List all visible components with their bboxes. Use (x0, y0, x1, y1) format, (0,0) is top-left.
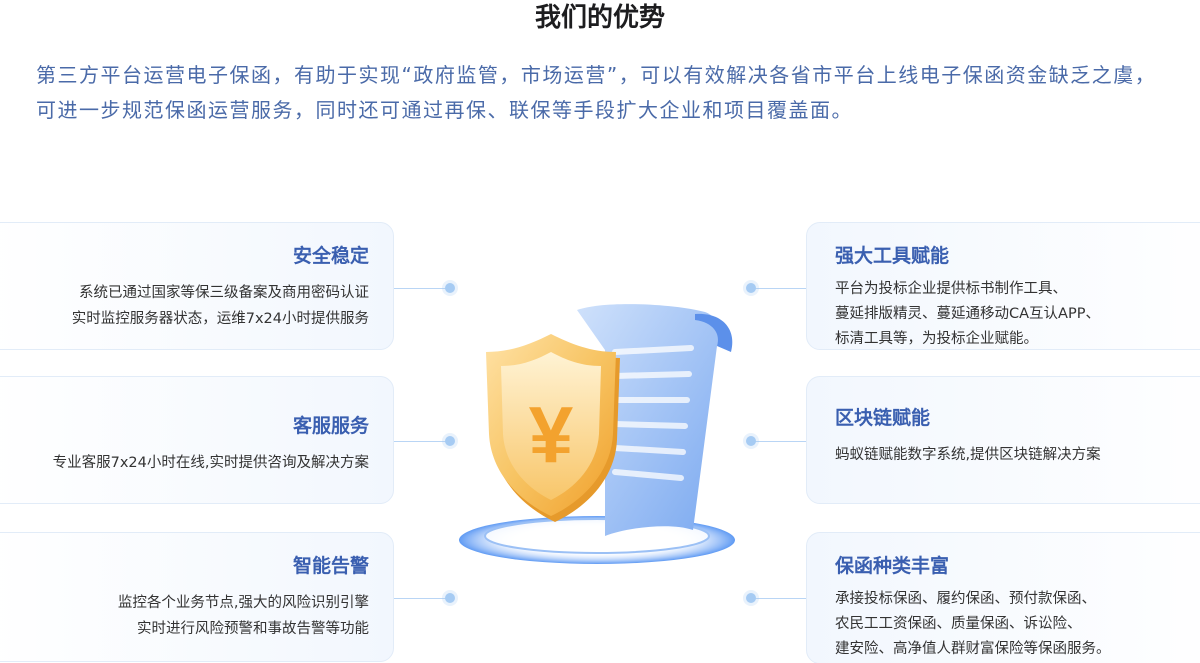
feature-desc-line: 标清工具等，为投标企业赋能。 (835, 331, 1038, 347)
connector-dot (445, 593, 455, 603)
feature-title: 客服服务 (292, 415, 369, 437)
feature-card-customer-service: 客服服务 专业客服7x24小时在线,实时提供咨询及解决方案 (0, 376, 394, 504)
feature-card-guarantee-types: 保函种类丰富 承接投标保函、履约保函、预付款保函、 农民工工资保函、质量保函、诉… (806, 532, 1200, 663)
connector-dot (445, 283, 455, 293)
feature-desc: 系统已通过国家等保三级备案及商用密码认证 实时监控服务器状态，运维7x24小时提… (0, 280, 369, 332)
guarantee-shield-illustration: ¥ (459, 304, 735, 564)
feature-desc-line: 监控各个业务节点,强大的风险识别引擎 (117, 595, 369, 611)
intro-paragraph: 第三方平台运营电子保函，有助于实现“政府监管，市场运营”，可以有效解决各省市平台… (36, 63, 1157, 122)
feature-desc: 蚂蚁链赋能数字系统,提供区块链解决方案 (835, 442, 1200, 468)
feature-desc-line: 农民工工资保函、质量保函、诉讼险、 (835, 616, 1082, 632)
connector-line (394, 598, 450, 599)
feature-title: 智能告警 (292, 555, 369, 577)
section-title: 我们的优势 (534, 3, 665, 33)
feature-desc: 承接投标保函、履约保函、预付款保函、 农民工工资保函、质量保函、诉讼险、 建安险… (835, 587, 1200, 662)
feature-card-security: 安全稳定 系统已通过国家等保三级备案及商用密码认证 实时监控服务器状态，运维7x… (0, 222, 394, 350)
connector-dot (746, 593, 756, 603)
feature-desc-line: 实时进行风险预警和事故告警等功能 (137, 621, 369, 637)
feature-desc: 平台为投标企业提供标书制作工具、 蔓延排版精灵、蔓延通移动CA互认APP、 标清… (835, 277, 1200, 352)
feature-desc-line: 系统已通过国家等保三级备案及商用密码认证 (79, 285, 369, 301)
feature-desc: 专业客服7x24小时在线,实时提供咨询及解决方案 (0, 450, 369, 476)
connector-line (752, 288, 806, 289)
feature-title: 安全稳定 (292, 245, 369, 267)
connector-dot (746, 283, 756, 293)
feature-title: 区块链赋能 (835, 407, 931, 429)
connector-line (752, 441, 806, 442)
connector-dot (746, 436, 756, 446)
feature-title: 强大工具赋能 (835, 245, 950, 267)
feature-desc-line: 承接投标保函、履约保函、预付款保函、 (835, 591, 1096, 607)
connector-line (394, 288, 450, 289)
feature-desc-line: 专业客服7x24小时在线,实时提供咨询及解决方案 (52, 455, 369, 471)
feature-desc-line: 实时监控服务器状态，运维7x24小时提供服务 (71, 311, 369, 327)
feature-card-alerts: 智能告警 监控各个业务节点,强大的风险识别引擎 实时进行风险预警和事故告警等功能 (0, 532, 394, 662)
feature-title: 保函种类丰富 (835, 555, 950, 577)
yuan-symbol: ¥ (529, 390, 574, 479)
feature-desc-line: 蔓延排版精灵、蔓延通移动CA互认APP、 (835, 306, 1100, 322)
feature-desc-line: 建安险、高净值人群财富保险等保函服务。 (835, 641, 1111, 657)
feature-card-tools: 强大工具赋能 平台为投标企业提供标书制作工具、 蔓延排版精灵、蔓延通移动CA互认… (806, 222, 1200, 350)
feature-desc-line: 蚂蚁链赋能数字系统,提供区块链解决方案 (835, 447, 1101, 463)
connector-line (752, 598, 806, 599)
feature-desc: 监控各个业务节点,强大的风险识别引擎 实时进行风险预警和事故告警等功能 (0, 590, 369, 642)
feature-card-blockchain: 区块链赋能 蚂蚁链赋能数字系统,提供区块链解决方案 (806, 376, 1200, 504)
connector-dot (445, 436, 455, 446)
feature-desc-line: 平台为投标企业提供标书制作工具、 (835, 281, 1067, 297)
connector-line (394, 441, 450, 442)
